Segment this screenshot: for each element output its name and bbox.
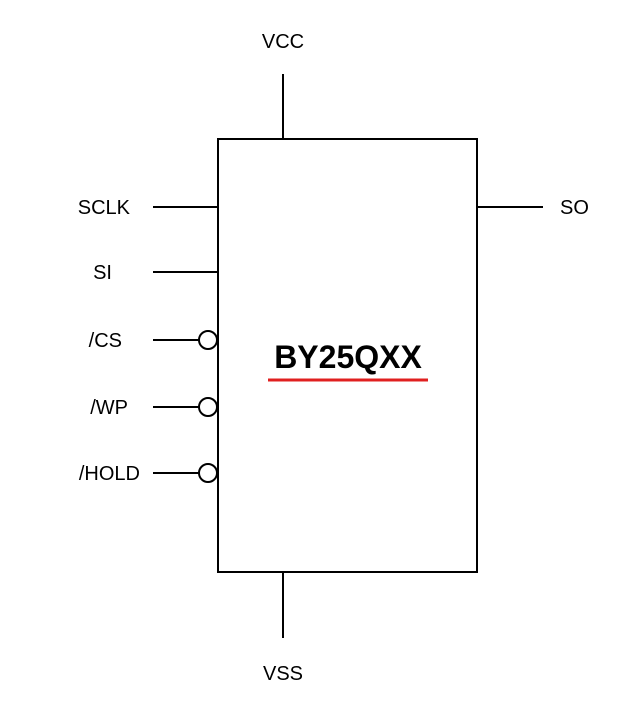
chip-body — [217, 138, 478, 573]
pin-label-hold: /HOLD — [79, 463, 140, 485]
pin-bubble-hold — [198, 463, 218, 483]
pin-label-sclk: SCLK — [78, 197, 131, 219]
pin-bubble-cs — [198, 330, 218, 350]
pin-label-vcc: VCC — [262, 31, 304, 53]
pin-label-vss: VSS — [263, 663, 303, 685]
pin-label-so: SO — [560, 197, 589, 219]
pin-bubble-wp — [198, 397, 218, 417]
pin-label-wp: /WP — [90, 397, 128, 419]
chip-name: BY25QXX — [274, 339, 422, 375]
pin-label-cs: /CS — [89, 330, 122, 352]
pin-label-si: SI — [93, 262, 112, 284]
